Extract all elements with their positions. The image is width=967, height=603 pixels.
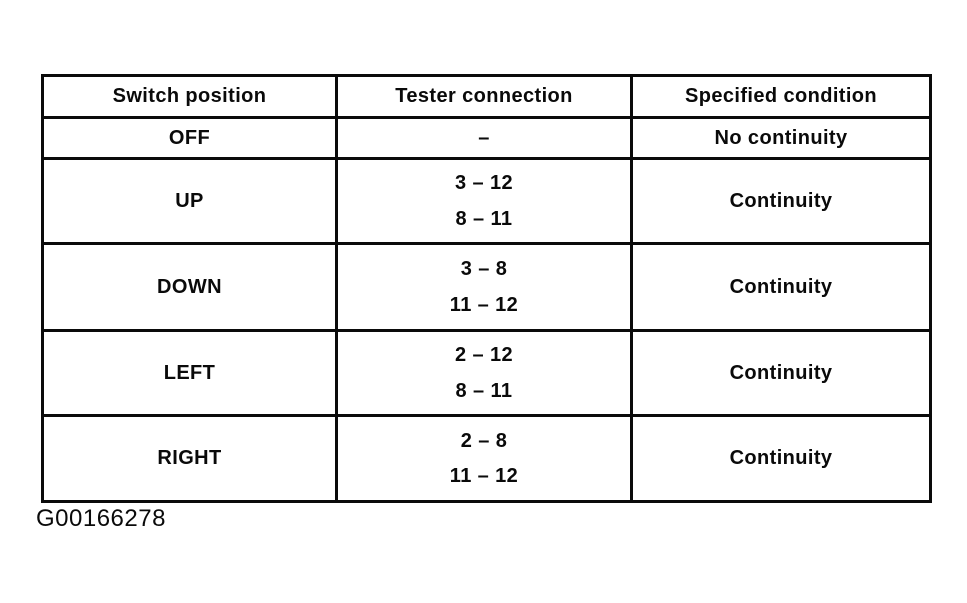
tester-connection-cell: 2 – 8 11 – 12	[335, 414, 633, 503]
connection-pair-list: 2 – 12 8 – 11	[340, 334, 629, 413]
specified-condition-cell: No continuity	[630, 116, 932, 160]
connection-pair: 11 – 12	[449, 465, 519, 488]
specified-condition-cell: Continuity	[630, 329, 932, 417]
column-header-specified-condition: Specified condition	[630, 74, 932, 119]
switch-continuity-table: Switch position Tester connection Specif…	[41, 74, 932, 503]
connection-pair: 11 – 12	[449, 293, 519, 316]
connection-pair: 3 – 8	[460, 258, 508, 281]
table-row-down: DOWN 3 – 8 11 – 12 Continuity	[41, 242, 932, 332]
specified-condition-cell: Continuity	[630, 242, 932, 332]
connection-pair-list: 3 – 12 8 – 11	[340, 162, 629, 241]
switch-position-cell: LEFT	[41, 329, 338, 417]
connection-pair: 8 – 11	[455, 379, 513, 402]
specified-condition-cell: Continuity	[630, 414, 932, 503]
connection-pair-list: 3 – 8 11 – 12	[340, 247, 629, 328]
connection-pair: 2 – 12	[454, 344, 513, 367]
tester-connection-cell: 3 – 12 8 – 11	[335, 157, 633, 245]
table-row-up: UP 3 – 12 8 – 11 Continuity	[41, 157, 932, 245]
switch-position-cell: RIGHT	[41, 414, 338, 503]
table-row-right: RIGHT 2 – 8 11 – 12 Continuity	[41, 414, 932, 503]
table-row-off: OFF – No continuity	[41, 116, 932, 160]
tester-connection-cell: 2 – 12 8 – 11	[335, 329, 633, 417]
connection-pair: 2 – 8	[460, 429, 508, 452]
table-header-row: Switch position Tester connection Specif…	[41, 74, 932, 119]
switch-position-cell: UP	[41, 157, 338, 245]
column-header-switch-position: Switch position	[41, 74, 338, 119]
connection-pair: 8 – 11	[455, 207, 513, 230]
table-row-left: LEFT 2 – 12 8 – 11 Continuity	[41, 329, 932, 417]
connection-pair-list: 2 – 8 11 – 12	[340, 419, 629, 499]
column-header-tester-connection: Tester connection	[335, 74, 633, 119]
connection-pair: 3 – 12	[454, 172, 513, 195]
switch-position-cell: OFF	[41, 116, 338, 160]
figure-id-caption: G00166278	[36, 505, 166, 532]
tester-connection-cell: –	[335, 116, 633, 160]
switch-position-cell: DOWN	[41, 242, 338, 332]
specified-condition-cell: Continuity	[630, 157, 932, 245]
tester-connection-cell: 3 – 8 11 – 12	[335, 242, 633, 332]
